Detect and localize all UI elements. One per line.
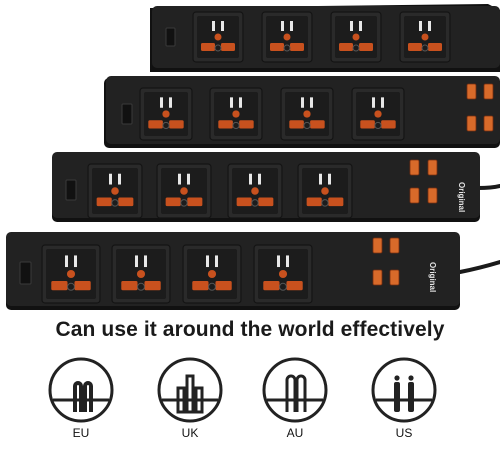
socket <box>111 244 171 304</box>
power-switch <box>165 27 176 47</box>
brand-label: Original <box>457 182 466 212</box>
plug-label: AU <box>286 426 304 440</box>
usb-port <box>389 237 400 254</box>
socket <box>330 11 382 63</box>
usb-port <box>466 115 477 132</box>
usb-port <box>427 159 438 176</box>
plug-type-eu: EU <box>47 356 115 440</box>
usb-port <box>372 269 383 286</box>
socket <box>182 244 242 304</box>
usb-port <box>372 237 383 254</box>
plug-label: US <box>395 426 413 440</box>
power-cable <box>458 260 500 274</box>
brand-label: Original <box>428 262 437 292</box>
power-switch <box>121 103 133 125</box>
socket <box>87 163 143 219</box>
socket <box>227 163 283 219</box>
socket <box>192 11 244 63</box>
usb-port <box>483 83 494 100</box>
socket <box>280 87 334 141</box>
usb-port <box>483 115 494 132</box>
plug-type-uk: UK <box>156 356 224 440</box>
plug-label: EU <box>72 426 90 440</box>
socket <box>351 87 405 141</box>
socket <box>253 244 313 304</box>
power-switch <box>65 179 77 201</box>
power-switch <box>19 261 32 285</box>
usb-port <box>409 159 420 176</box>
usb-port <box>389 269 400 286</box>
au-plug-icon <box>262 357 328 423</box>
usb-port <box>409 187 420 204</box>
eu-plug-icon <box>48 357 114 423</box>
socket <box>399 11 451 63</box>
us-plug-icon <box>371 357 437 423</box>
usb-port <box>427 187 438 204</box>
usb-port <box>466 83 477 100</box>
plug-label: UK <box>181 426 199 440</box>
uk-plug-icon <box>157 357 223 423</box>
socket <box>261 11 313 63</box>
plug-type-row: EU UK AU US <box>0 356 500 459</box>
power-cable <box>476 184 500 190</box>
tagline: Can use it around the world effectively <box>55 318 445 341</box>
socket <box>139 87 193 141</box>
plug-type-us: US <box>370 356 438 440</box>
socket <box>41 244 101 304</box>
power-strips-illustration: Original Original <box>6 4 500 310</box>
socket <box>297 163 353 219</box>
plug-type-au: AU <box>261 356 329 440</box>
socket <box>156 163 212 219</box>
socket <box>209 87 263 141</box>
